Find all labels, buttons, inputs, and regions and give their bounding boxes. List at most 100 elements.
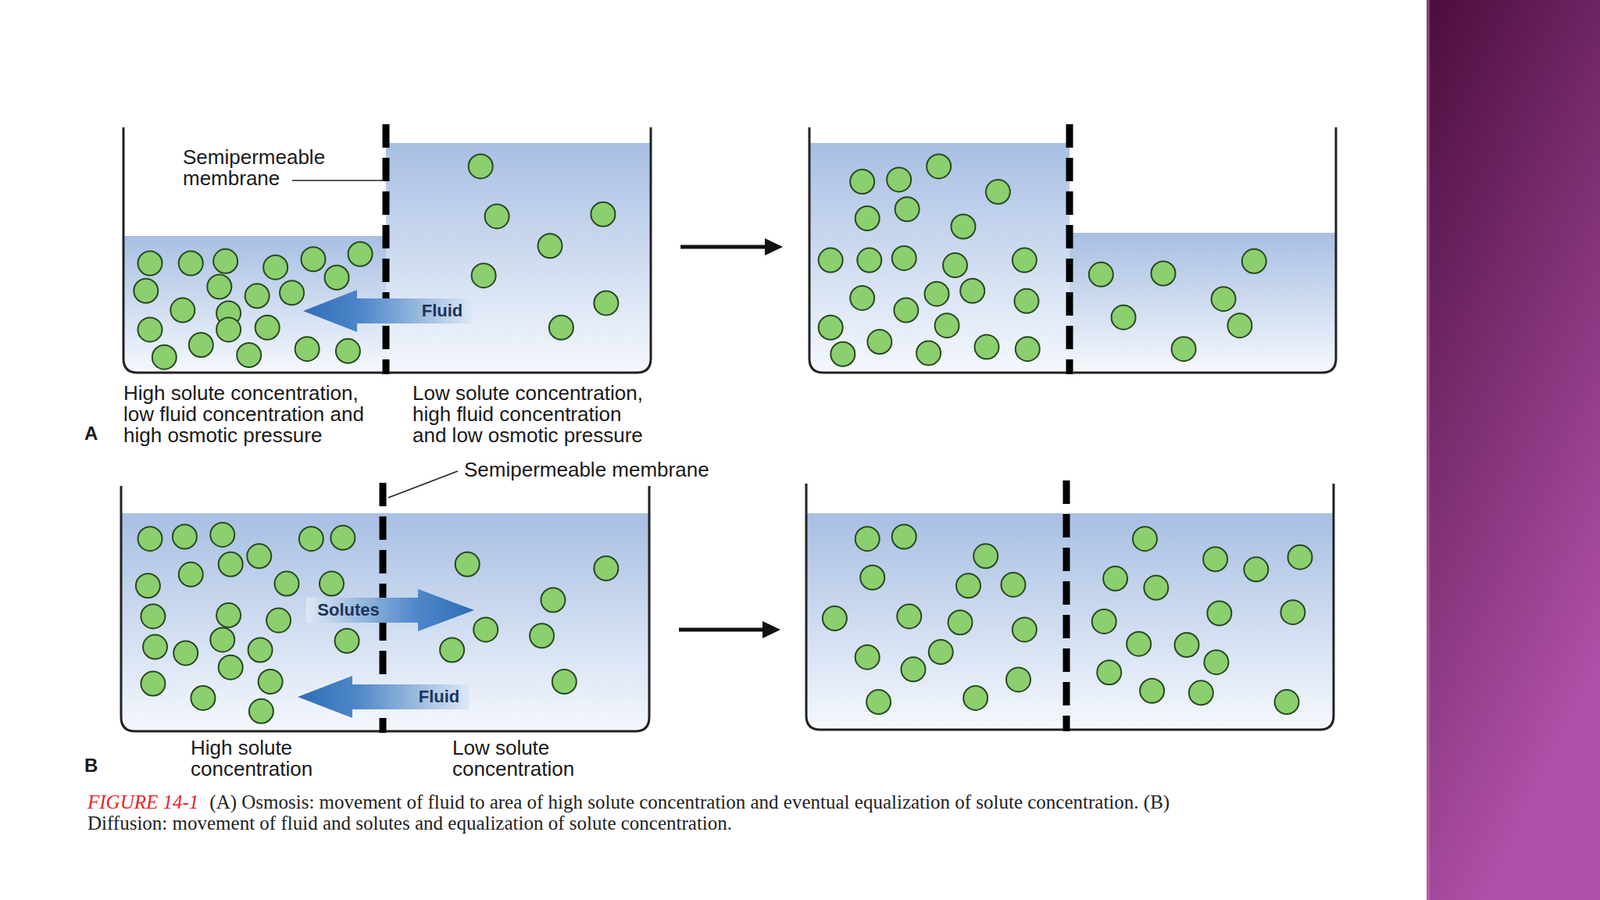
solute-particle [926, 153, 951, 179]
solute-particle [1211, 286, 1236, 311]
figure-number: FIGURE 14-1 [87, 791, 199, 813]
solute-particle [1012, 617, 1037, 642]
solute-particle [246, 543, 272, 568]
solute-particle [335, 628, 360, 654]
solute-particle [213, 249, 238, 274]
solute-particle [916, 340, 941, 365]
solute-particle [866, 689, 891, 715]
fluid [806, 513, 1067, 730]
solute-particle [455, 552, 480, 577]
solute-particle [1139, 678, 1165, 704]
solute-particle [319, 571, 344, 597]
band-edge [1426, 0, 1430, 900]
solute-particle [266, 608, 291, 633]
solute-particle [593, 556, 618, 581]
solute-particle [985, 179, 1011, 204]
solute-particle [138, 250, 163, 275]
solute-particle [893, 298, 918, 323]
solute-particle [1015, 336, 1040, 361]
solute-particle [152, 345, 177, 370]
solute-particle [935, 313, 960, 338]
solute-particle [850, 169, 875, 194]
solute-particle [1275, 689, 1300, 715]
process-arrow [678, 628, 767, 633]
solute-particle [822, 606, 847, 631]
solute-particle [1242, 249, 1267, 274]
solute-particle [950, 214, 975, 239]
solute-particle [895, 196, 920, 222]
solute-particle [1189, 680, 1214, 705]
arrow-head [762, 621, 781, 639]
solute-particle [855, 645, 880, 670]
beaker [123, 124, 651, 375]
solute-particle [975, 335, 1000, 360]
solute-particle [279, 280, 304, 305]
solute-particle [549, 315, 574, 340]
solute-particle [1006, 667, 1031, 692]
solute-particle [275, 571, 300, 597]
solute-particle [210, 627, 235, 652]
side-band [1426, 0, 1600, 900]
solute-particle [928, 639, 954, 665]
solute-particle [218, 552, 243, 577]
solute-particle [473, 617, 498, 642]
solute-particle [207, 275, 232, 300]
solute-particle [216, 317, 241, 342]
solute-particle [855, 206, 880, 231]
solute-particle [900, 657, 925, 682]
solute-particle [330, 525, 355, 550]
membrane-label: Semipermeable membrane [182, 146, 340, 190]
solute-particle [818, 248, 843, 273]
solute-particle [892, 246, 917, 271]
solute-particle [1096, 660, 1122, 685]
solute-particle [236, 342, 261, 368]
process-arrow [680, 245, 769, 250]
solute-particle [218, 655, 243, 680]
solute-particle [263, 255, 288, 280]
solute-particle [1227, 313, 1252, 338]
compartment-label: Low solute concentration, high fluid con… [412, 382, 654, 447]
solute-particle [245, 283, 270, 308]
solute-particle [963, 685, 988, 711]
arrow-label: Solutes [317, 600, 379, 621]
solute-particle [850, 285, 875, 311]
solute-particle [295, 336, 320, 361]
solute-particle [1014, 289, 1039, 314]
solute-particle [133, 278, 158, 304]
compartment-label: Low solute concentration [452, 737, 609, 780]
solute-particle [1132, 526, 1158, 551]
solute-particle [593, 290, 618, 315]
fluid [1066, 513, 1334, 730]
semipermeable-membrane [1063, 480, 1071, 732]
arrow-body [306, 589, 475, 632]
solute-particle [189, 332, 214, 358]
fluid [385, 142, 651, 373]
solute-particle [210, 522, 235, 547]
solute-particle [142, 635, 168, 660]
leader-line [292, 179, 384, 182]
solute-particle [170, 298, 195, 323]
solute-particle [178, 250, 204, 275]
solute-particle [1103, 566, 1128, 591]
fluid [1069, 232, 1336, 373]
solute-particle [886, 167, 911, 192]
fluid-arrow: Fluid [303, 289, 473, 333]
solute-particle [190, 685, 215, 711]
solute-particle [485, 203, 510, 229]
solutes-arrow: Solutes [306, 589, 475, 632]
solute-particle [140, 603, 165, 629]
solute-particle [1171, 336, 1197, 361]
beaker [121, 482, 650, 733]
semipermeable-membrane [382, 124, 390, 375]
arrow-label: Fluid [418, 686, 461, 708]
solute-particle [1280, 600, 1305, 625]
caption-block: FIGURE 14-1(A) Osmosis: movement of flui… [87, 791, 1205, 834]
fluid-arrow: Fluid [297, 675, 470, 718]
solute-particle [867, 329, 892, 354]
solute-particle [860, 565, 885, 590]
solute-particle [468, 153, 493, 179]
panel-letter: A [84, 422, 98, 444]
figure-caption: (A) Osmosis: movement of fluid to area o… [87, 791, 1170, 834]
solute-particle [1126, 632, 1151, 657]
solute-particle [471, 263, 497, 288]
